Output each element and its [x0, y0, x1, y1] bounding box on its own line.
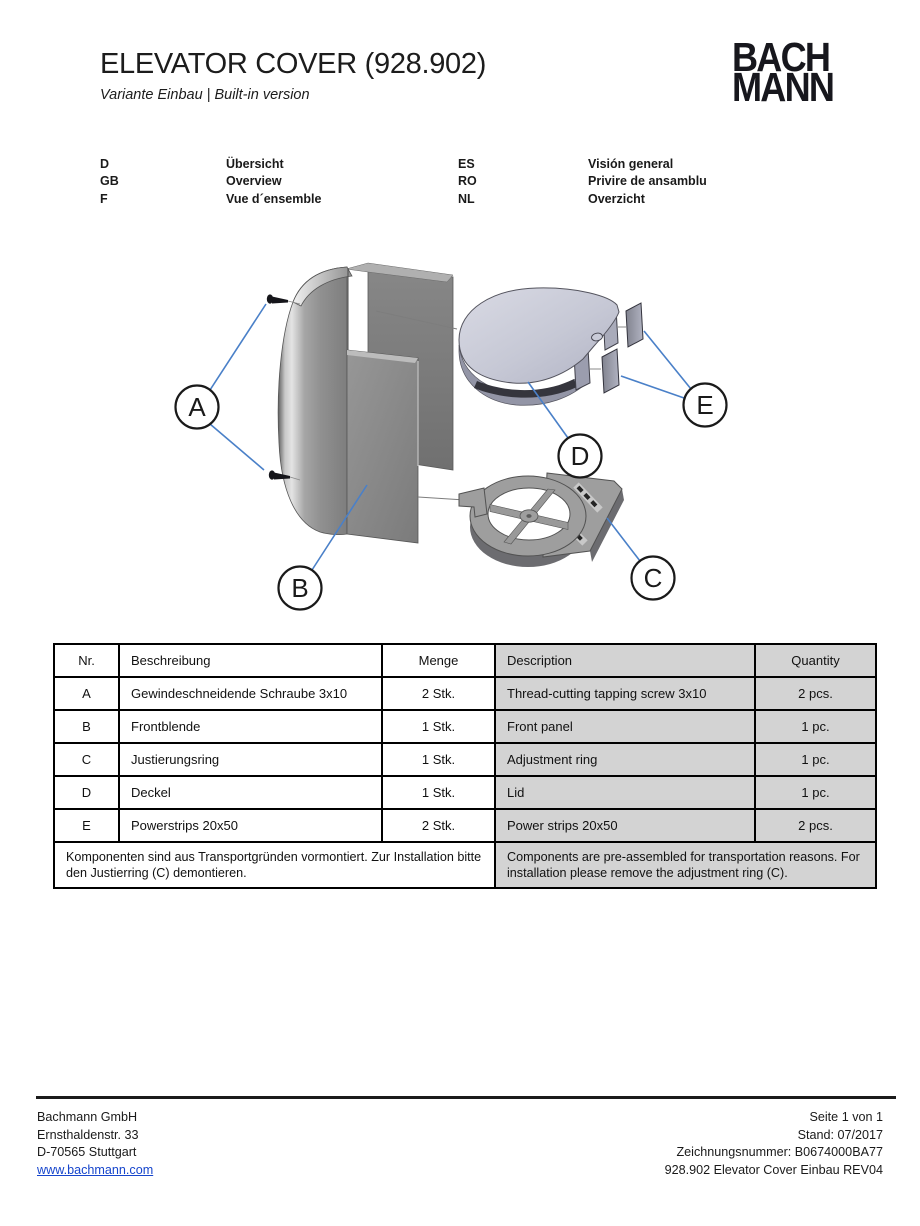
table-row: B Frontblende 1 Stk. Front panel 1 pc.	[53, 709, 877, 744]
footer-page-number: Seite 1 von 1	[809, 1110, 883, 1124]
footer-company: Bachmann GmbH	[37, 1110, 138, 1124]
page-title: ELEVATOR COVER (928.902)	[100, 48, 487, 80]
language-codes-right: ES RO NL	[458, 156, 477, 208]
note-german: Komponenten sind aus Transportgründen vo…	[53, 841, 496, 889]
alignment-line-lid	[375, 310, 458, 330]
cell-description: Thread-cutting tapping screw 3x10	[494, 676, 756, 711]
cell-beschreibung: Deckel	[118, 775, 383, 810]
callout-d: D	[557, 433, 603, 479]
lid-drawing	[458, 287, 620, 406]
cell-quantity: 1 pc.	[754, 709, 877, 744]
screw-drawing-top	[266, 294, 301, 305]
cell-menge: 1 Stk.	[381, 775, 496, 810]
page-subtitle: Variante Einbau | Built-in version	[100, 87, 310, 103]
cell-beschreibung: Gewindeschneidende Schraube 3x10	[118, 676, 383, 711]
cell-menge: 1 Stk.	[381, 709, 496, 744]
cell-beschreibung: Justierungsring	[118, 742, 383, 777]
lang-label: Overzicht	[588, 191, 645, 206]
bachmann-logo: BACH MANN	[732, 34, 835, 110]
lang-label: Overview	[226, 174, 282, 189]
footer-date: Stand: 07/2017	[797, 1127, 883, 1142]
callout-b: B	[277, 565, 323, 611]
cell-nr: B	[53, 709, 120, 744]
logo-line-2: MANN	[732, 64, 835, 110]
callout-e: E	[682, 382, 728, 428]
language-codes-left: D GB F	[100, 156, 119, 208]
cell-menge: 2 Stk.	[381, 808, 496, 843]
leader-lines	[209, 303, 692, 571]
callout-b-letter: B	[291, 573, 308, 603]
col-header-quantity: Quantity	[754, 643, 877, 678]
callout-a: A	[174, 384, 220, 430]
lang-label: Vue d´ensemble	[226, 191, 322, 206]
lang-code: ES	[458, 157, 475, 171]
footer-document-block: Seite 1 von 1 Stand: 07/2017 Zeichnungsn…	[665, 1109, 883, 1179]
footer-divider	[36, 1096, 896, 1099]
lang-code: F	[100, 191, 108, 206]
cell-nr: E	[53, 808, 120, 843]
cell-quantity: 2 pcs.	[754, 808, 877, 843]
language-labels-right: Visión general Privire de ansamblu Overz…	[588, 156, 707, 208]
cell-nr: A	[53, 676, 120, 711]
table-note-row: Komponenten sind aus Transportgründen vo…	[53, 841, 877, 889]
callout-d-letter: D	[571, 441, 590, 471]
table-row: E Powerstrips 20x50 2 Stk. Power strips …	[53, 808, 877, 843]
cell-description: Adjustment ring	[494, 742, 756, 777]
lang-code: RO	[458, 174, 477, 189]
cell-nr: C	[53, 742, 120, 777]
cell-nr: D	[53, 775, 120, 810]
footer-street: Ernsthaldenstr. 33	[37, 1127, 139, 1142]
screw-drawing-bottom	[268, 470, 301, 481]
front-panel-drawing	[277, 262, 454, 544]
col-header-beschreibung: Beschreibung	[118, 643, 383, 678]
callout-c: C	[630, 555, 676, 601]
note-english: Components are pre-assembled for transpo…	[494, 841, 877, 889]
logo-line-1: BACH	[732, 34, 831, 80]
callout-a-letter: A	[188, 392, 206, 422]
cell-quantity: 2 pcs.	[754, 676, 877, 711]
table-row: C Justierungsring 1 Stk. Adjustment ring…	[53, 742, 877, 777]
footer-city: D-70565 Stuttgart	[37, 1145, 137, 1160]
cell-description: Front panel	[494, 709, 756, 744]
language-labels-left: Übersicht Overview Vue d´ensemble	[226, 156, 321, 208]
footer-drawing-number: Zeichnungsnummer: B0674000BA77	[676, 1145, 883, 1160]
parts-table: Nr. Beschreibung Menge Description Quant…	[53, 643, 877, 889]
table-row: D Deckel 1 Stk. Lid 1 pc.	[53, 775, 877, 810]
lang-label: Visión general	[588, 157, 674, 171]
exploded-view-diagram: A B C D E	[174, 262, 728, 611]
cell-menge: 2 Stk.	[381, 676, 496, 711]
cell-description: Power strips 20x50	[494, 808, 756, 843]
cell-beschreibung: Frontblende	[118, 709, 383, 744]
col-header-menge: Menge	[381, 643, 496, 678]
lang-label: Übersicht	[226, 157, 284, 171]
lang-code: NL	[458, 191, 475, 206]
power-strip-drawing-1	[625, 302, 644, 348]
cell-quantity: 1 pc.	[754, 742, 877, 777]
cell-description: Lid	[494, 775, 756, 810]
adjustment-ring-drawing	[458, 472, 624, 567]
table-row: A Gewindeschneidende Schraube 3x10 2 Stk…	[53, 676, 877, 711]
power-strip-drawing-2	[601, 348, 620, 394]
col-header-description: Description	[494, 643, 756, 678]
lang-code: D	[100, 157, 110, 171]
cell-menge: 1 Stk.	[381, 742, 496, 777]
footer-document-name: 928.902 Elevator Cover Einbau REV04	[664, 1162, 883, 1177]
footer-address-block: Bachmann GmbH Ernsthaldenstr. 33 D-70565…	[37, 1109, 153, 1179]
parts-table-header-row: Nr. Beschreibung Menge Description Quant…	[53, 643, 877, 678]
website-link[interactable]: www.bachmann.com	[37, 1162, 154, 1177]
callout-c-letter: C	[644, 563, 663, 593]
lang-code: GB	[100, 174, 119, 189]
cell-beschreibung: Powerstrips 20x50	[118, 808, 383, 843]
callout-e-letter: E	[696, 390, 713, 420]
col-header-nr: Nr.	[53, 643, 120, 678]
cell-quantity: 1 pc.	[754, 775, 877, 810]
alignment-line-ring	[417, 496, 466, 501]
lang-label: Privire de ansamblu	[588, 174, 707, 189]
